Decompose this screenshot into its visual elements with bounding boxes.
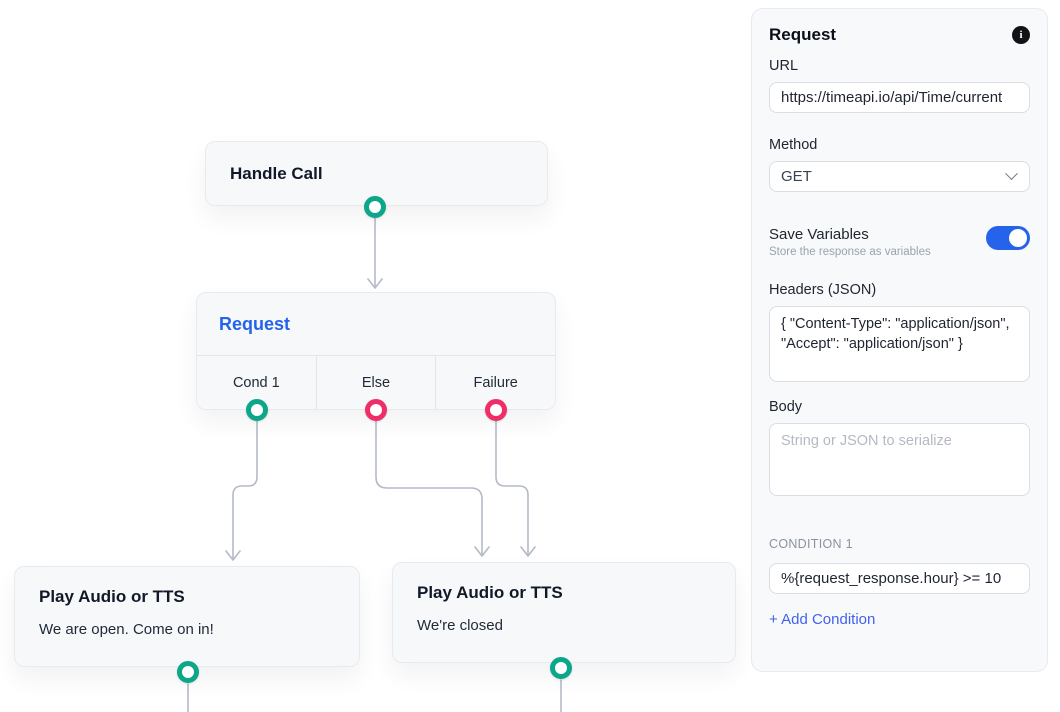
node-request-header: Request <box>197 293 555 355</box>
toggle-knob <box>1009 229 1027 247</box>
branch-else[interactable]: Else <box>315 356 436 409</box>
branch-failure[interactable]: Failure <box>435 356 555 409</box>
method-select[interactable]: GET <box>769 161 1030 192</box>
edge-cond1-playopen <box>225 420 258 561</box>
port-cond1-out[interactable] <box>246 399 268 421</box>
url-input[interactable] <box>769 82 1030 113</box>
node-request[interactable]: Request Cond 1 Else Failure <box>196 292 556 410</box>
node-title: Play Audio or TTS <box>417 583 563 602</box>
method-select-value: GET <box>781 168 812 185</box>
save-variables-toggle[interactable] <box>986 226 1030 250</box>
port-play-closed-out[interactable] <box>550 657 572 679</box>
node-title: Play Audio or TTS <box>39 587 185 606</box>
node-title: Handle Call <box>230 163 323 183</box>
node-subtitle: We are open. Come on in! <box>39 621 214 638</box>
save-variables-label: Save Variables <box>769 226 869 243</box>
port-failure-out[interactable] <box>485 399 507 421</box>
url-label: URL <box>769 58 799 74</box>
port-handle-call-out[interactable] <box>364 196 386 218</box>
node-subtitle: We're closed <box>417 617 503 634</box>
method-label: Method <box>769 137 818 153</box>
chevron-down-icon <box>1005 167 1018 181</box>
port-else-out[interactable] <box>365 399 387 421</box>
node-title: Request <box>219 313 291 334</box>
condition-1-input[interactable] <box>769 563 1030 594</box>
node-play-audio-closed[interactable]: Play Audio or TTS We're closed <box>392 562 736 663</box>
port-play-open-out[interactable] <box>177 661 199 683</box>
body-label: Body <box>769 399 803 415</box>
headers-label: Headers (JSON) <box>769 282 877 298</box>
edge-handlecall-request <box>367 217 383 289</box>
info-icon[interactable]: i <box>1012 26 1030 44</box>
condition-1-label: CONDITION 1 <box>769 537 853 551</box>
branch-row: Cond 1 Else Failure <box>197 355 555 409</box>
headers-textarea[interactable]: { "Content-Type": "application/json", "A… <box>769 306 1030 382</box>
save-variables-description: Store the response as variables <box>769 246 931 258</box>
branch-cond1[interactable]: Cond 1 <box>232 374 280 391</box>
node-play-audio-open[interactable]: Play Audio or TTS We are open. Come on i… <box>14 566 360 667</box>
add-condition-link[interactable]: + Add Condition <box>769 611 876 628</box>
request-properties-panel: Request i URL Method GET Save Variables … <box>751 8 1048 672</box>
edge-failure-playclosed <box>495 420 536 557</box>
body-textarea[interactable] <box>769 423 1030 496</box>
panel-title: Request <box>769 25 837 44</box>
edge-else-playclosed <box>375 420 490 557</box>
